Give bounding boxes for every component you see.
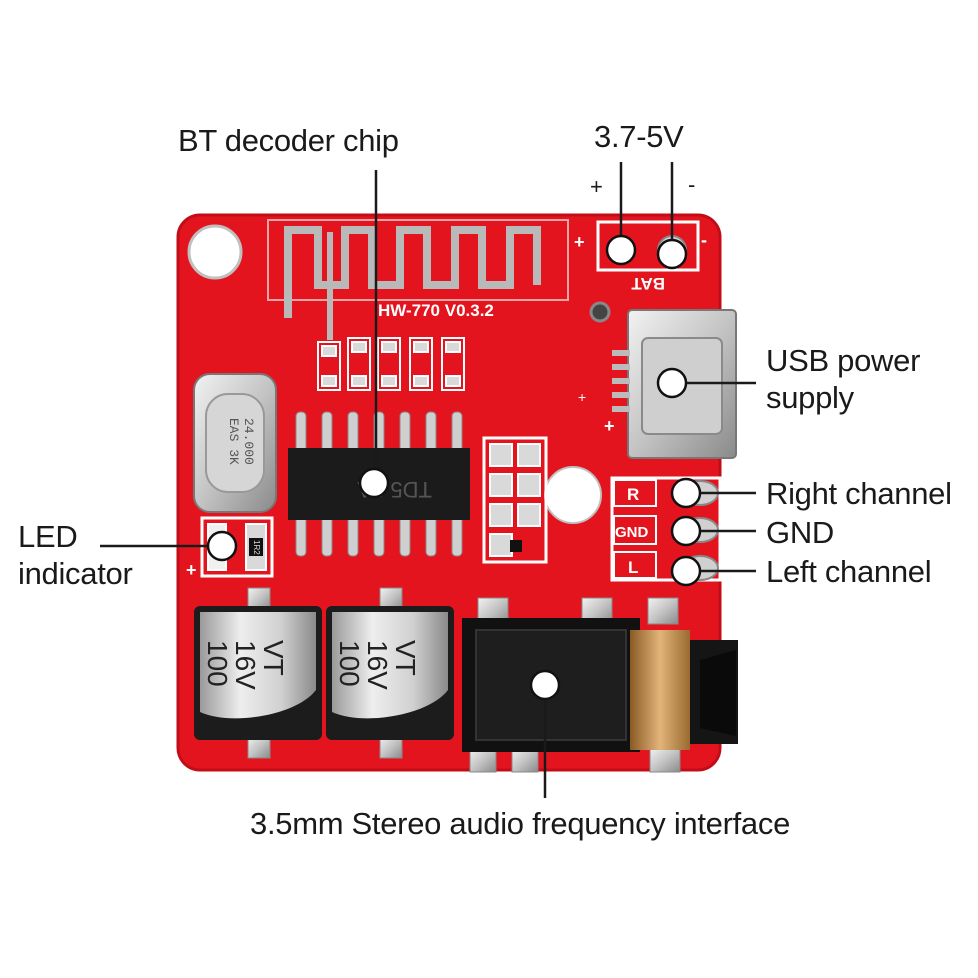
pcb-plus-mark: + xyxy=(578,389,586,405)
marker-bat-minus xyxy=(656,238,688,270)
pin-gnd-marking: GND xyxy=(615,524,649,541)
pcb-minus-mark: - xyxy=(701,230,707,250)
cap-marking: 16V xyxy=(230,640,261,690)
marker-usb xyxy=(656,367,688,399)
bat-marking: BAT xyxy=(631,274,665,293)
electrolytic-capacitor-right: 100 16V VT xyxy=(326,587,454,759)
label-minus: - xyxy=(688,172,696,197)
marker-chip xyxy=(358,467,390,499)
pcb-plus-mark: + xyxy=(186,560,197,580)
label-bt-decoder-chip: BT decoder chip xyxy=(178,123,399,158)
marker-led xyxy=(206,530,238,562)
marker-right xyxy=(670,477,702,509)
led-component: 1R2 + xyxy=(186,516,274,580)
antenna-trace xyxy=(267,219,569,340)
smd-capacitors xyxy=(317,337,465,391)
marker-audio xyxy=(529,669,561,701)
crystal-marking: 24.000 xyxy=(241,418,256,465)
mounting-hole-center xyxy=(544,466,602,524)
electrolytic-capacitor-left: 100 16V VT xyxy=(194,587,322,759)
label-audio-interface: 3.5mm Stereo audio frequency interface xyxy=(250,806,791,841)
crystal-oscillator: 24.000 EAS 3K xyxy=(193,373,277,513)
callout-markers xyxy=(206,234,702,701)
cap-marking: VT xyxy=(390,640,421,676)
label-led-line1: LED xyxy=(18,519,78,554)
smd-resistor-array xyxy=(482,436,548,564)
label-voltage: 3.7-5V xyxy=(594,119,684,154)
crystal-marking: EAS 3K xyxy=(226,418,241,465)
resistor-marking: 1R2 xyxy=(252,540,261,555)
pcb-plus-mark: + xyxy=(604,416,615,436)
mounting-hole-top-left xyxy=(187,224,243,280)
label-right-channel: Right channel xyxy=(766,476,952,511)
cap-marking: 100 xyxy=(334,640,365,687)
marker-bat-plus xyxy=(605,234,637,266)
board-model-marking: HW-770 V0.3.2 xyxy=(378,301,494,320)
label-usb-power-line2: supply xyxy=(766,380,854,415)
pin-r-marking: R xyxy=(627,485,639,504)
label-led-line2: indicator xyxy=(18,556,133,591)
via-hole xyxy=(589,301,611,323)
label-left-channel: Left channel xyxy=(766,554,932,589)
pcb-plus-mark: + xyxy=(574,232,585,252)
cap-marking: VT xyxy=(258,640,289,676)
label-usb-power-line1: USB power xyxy=(766,343,921,378)
cap-marking: 100 xyxy=(202,640,233,687)
label-gnd: GND xyxy=(766,515,834,550)
pin-l-marking: L xyxy=(628,558,638,577)
marker-gnd xyxy=(670,515,702,547)
cap-marking: 16V xyxy=(362,640,393,690)
label-plus: + xyxy=(590,174,603,199)
marker-left xyxy=(670,555,702,587)
